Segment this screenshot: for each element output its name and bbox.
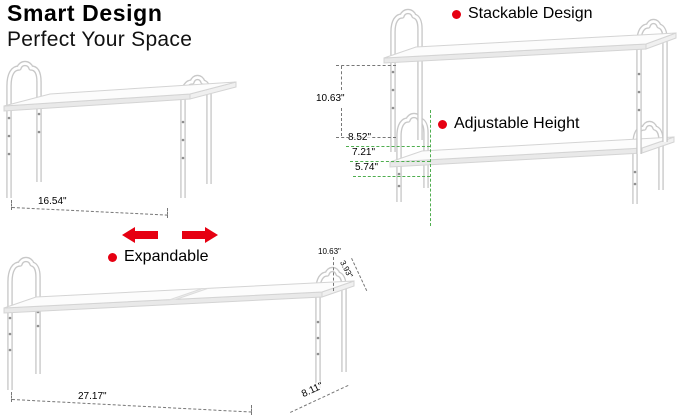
tier-gap-line [341, 66, 342, 90]
feature-bullet-icon [438, 119, 447, 129]
stacked-shelf-illustration [383, 8, 677, 204]
unit-height-dimension: 10.63" [318, 247, 341, 256]
adjust-range-line [430, 110, 431, 226]
measure-tick [11, 200, 12, 210]
single-width-dimension: 16.54" [38, 196, 67, 207]
unit-height-line [333, 257, 334, 291]
height-option-2-line [350, 161, 430, 162]
lower-shelf-board [389, 136, 675, 168]
tier-gap-line [341, 108, 342, 136]
height-option-1-line [346, 146, 430, 147]
lower-left-frame [396, 112, 429, 202]
measure-tick [167, 208, 168, 218]
feature-expandable: Expandable [108, 248, 209, 266]
expanded-width-dimension: 27.17" [78, 391, 107, 402]
feature-bullet-icon [108, 252, 117, 262]
page-subtitle: Perfect Your Space [7, 28, 193, 51]
single-shelf-illustration [3, 60, 237, 198]
height-option-3-line [353, 176, 430, 177]
feature-adjustable: Adjustable Height [438, 115, 579, 133]
feature-stackable-label: Stackable Design [468, 5, 593, 22]
upper-shelf-board [383, 32, 677, 64]
expand-arrows-icon [122, 227, 218, 243]
feature-adjustable-label: Adjustable Height [454, 115, 580, 132]
right-frame [315, 266, 347, 388]
upper-right-frame [636, 18, 668, 154]
height-option-3: 5.74" [355, 162, 379, 173]
page-title: Smart Design [7, 0, 163, 26]
height-option-1: 8.52" [348, 132, 372, 143]
height-option-2: 7.21" [352, 147, 376, 158]
feature-stackable: Stackable Design [452, 5, 593, 23]
measure-tick [11, 392, 12, 402]
shelf-board [3, 280, 355, 314]
feature-expandable-label: Expandable [124, 248, 209, 265]
tier-gap-top-line [336, 65, 396, 66]
feature-bullet-icon [452, 9, 461, 19]
expandable-shelf-illustration [3, 256, 355, 390]
measure-tick [251, 405, 252, 415]
left-frame [6, 60, 42, 198]
shelf-board [3, 81, 237, 112]
left-frame [7, 256, 41, 390]
tier-gap-dimension: 10.63" [316, 93, 345, 104]
upper-left-frame [390, 8, 423, 152]
